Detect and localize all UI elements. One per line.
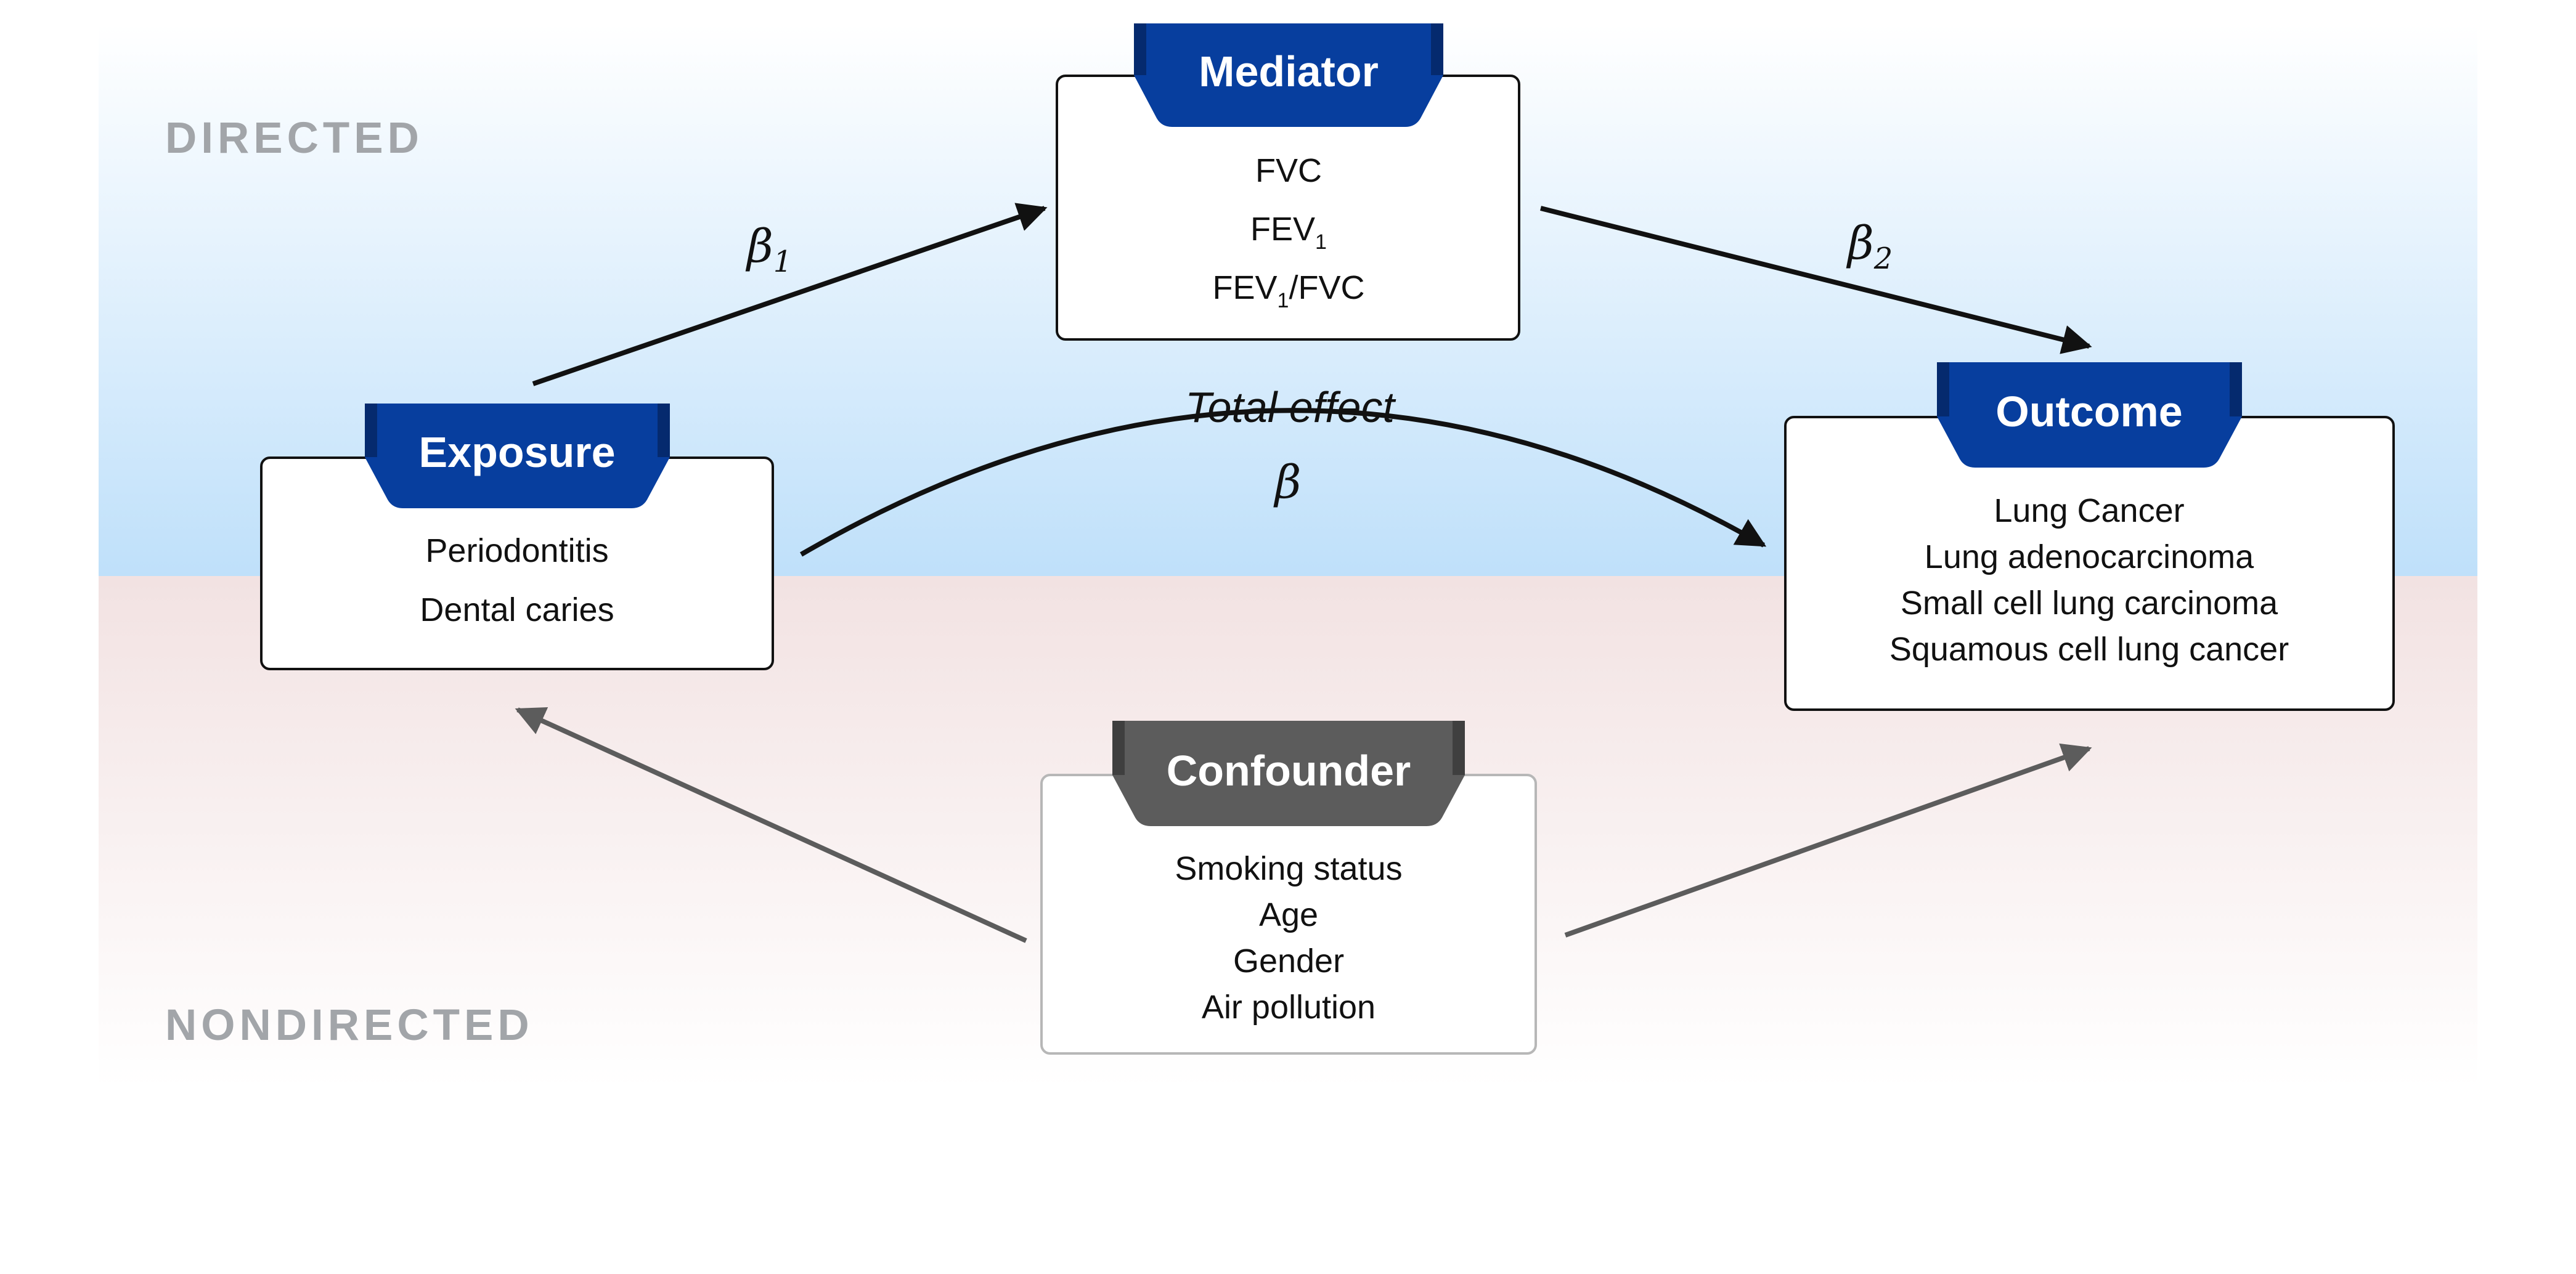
confounder-node: Confounder Smoking status Age Gender Air…	[1040, 721, 1537, 1055]
arrow-confounder-to-exposure	[515, 707, 1027, 943]
outcome-item-small-cell: Small cell lung carcinoma	[1901, 585, 2278, 622]
mediator-header-tab	[1134, 23, 1443, 127]
nondirected-label: NONDIRECTED	[165, 1001, 534, 1050]
exposure-item-dental-caries: Dental caries	[420, 591, 614, 628]
arrow-mediator-to-outcome	[1540, 206, 2092, 354]
exposure-header-tab	[365, 404, 670, 508]
confounder-header-tab	[1112, 721, 1465, 826]
outcome-node: Outcome Lung Cancer Lung adenocarcinoma …	[1784, 362, 2395, 711]
beta2-label: β2	[1846, 217, 1893, 276]
confounder-item-gender: Gender	[1233, 943, 1344, 980]
beta1-label: β1	[745, 220, 792, 279]
confounder-item-age: Age	[1259, 896, 1318, 933]
arrow-exposure-to-mediator	[532, 203, 1048, 386]
total-beta-label: β	[1273, 456, 1302, 509]
outcome-title: Outcome	[1995, 387, 2182, 436]
mediator-title: Mediator	[1199, 47, 1379, 95]
mediator-item-fev1: FEV1	[1250, 211, 1327, 254]
outcome-item-squamous: Squamous cell lung cancer	[1889, 631, 2289, 668]
outcome-item-lung-cancer: Lung Cancer	[1994, 492, 2184, 529]
confounder-item-air-pollution: Air pollution	[1202, 989, 1376, 1026]
exposure-item-periodontitis: Periodontitis	[425, 532, 608, 569]
confounder-title: Confounder	[1167, 747, 1411, 795]
total-effect-label: Total effect	[1185, 383, 1396, 431]
arrow-confounder-to-outcome	[1564, 743, 2092, 938]
outcome-header-tab	[1937, 362, 2242, 468]
outcome-item-lung-adenocarcinoma: Lung adenocarcinoma	[1925, 538, 2254, 575]
arrow-total-effect	[799, 408, 1767, 557]
confounder-item-smoking: Smoking status	[1175, 850, 1402, 887]
mediator-item-fvc: FVC	[1255, 152, 1322, 189]
mediator-node: Mediator FVC FEV1 FEV1/FVC	[1056, 23, 1520, 341]
exposure-title: Exposure	[419, 428, 616, 476]
mediator-item-fev1-fvc: FEV1/FVC	[1213, 269, 1365, 312]
directed-label: DIRECTED	[165, 114, 423, 163]
exposure-node: Exposure Periodontitis Dental caries	[260, 404, 774, 670]
